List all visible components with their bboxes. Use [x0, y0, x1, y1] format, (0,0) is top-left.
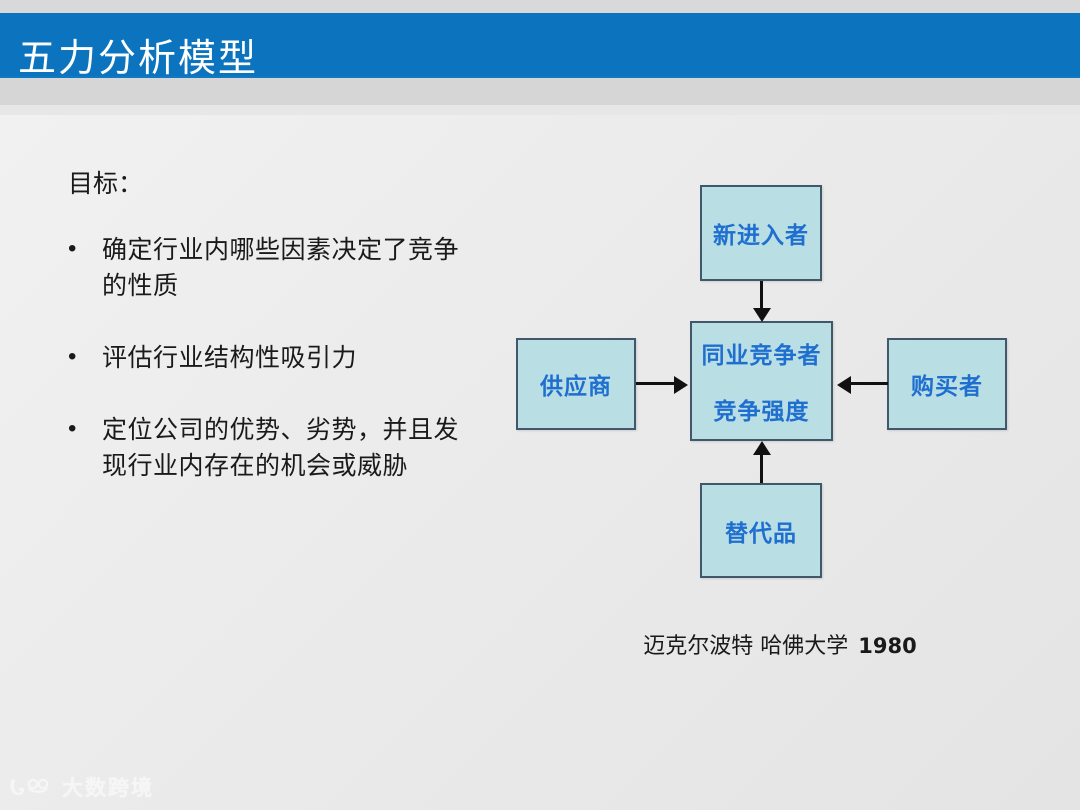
caption-author: 迈克尔波特 哈佛大学 — [643, 634, 849, 659]
diagram-node-substitutes: 替代品 — [700, 483, 822, 578]
list-item: • 确定行业内哪些因素决定了竞争的性质 — [62, 232, 482, 304]
arrow-shaft-suppliers-to-center — [636, 382, 676, 385]
bullet-marker-icon: • — [68, 343, 77, 370]
bullet-marker-icon: • — [68, 235, 77, 262]
arrow-shaft-buyers-to-center — [850, 382, 888, 385]
arrowhead-down-icon — [753, 308, 771, 322]
title-underband-light — [0, 105, 1080, 115]
diagram-node-label: 替代品 — [725, 520, 797, 547]
arrowhead-right-icon — [674, 376, 688, 394]
diagram-node-label-line1: 同业竞争者 — [701, 343, 822, 369]
diagram-node-label: 新进入者 — [713, 223, 809, 249]
page-title: 五力分析模型 — [18, 36, 259, 80]
arrowhead-left-icon — [837, 376, 851, 394]
arrowhead-up-icon — [753, 441, 771, 455]
arrow-shaft-substitutes-to-center — [760, 455, 763, 483]
five-forces-diagram: 新进入者 供应商 同业竞争者 竞争强度 购买者 替代品 迈克尔波特 哈佛大学 19… — [480, 160, 1080, 680]
diagram-node-new-entrants: 新进入者 — [700, 185, 822, 281]
diagram-node-label: 供应商 — [540, 374, 612, 400]
diagram-node-industry-rivalry: 同业竞争者 竞争强度 — [690, 321, 833, 441]
title-bar: 五力分析模型 — [0, 13, 1080, 80]
brand-logo-icon — [10, 778, 49, 796]
caption-year: 1980 — [858, 634, 917, 658]
bullet-text: 评估行业结构性吸引力 — [102, 343, 358, 372]
top-gray-strip — [0, 0, 1080, 13]
title-underband — [0, 78, 1080, 105]
list-item: • 定位公司的优势、劣势，并且发现行业内存在的机会或威胁 — [62, 412, 482, 484]
watermark-text: 大数跨境 — [62, 776, 154, 800]
bullet-text: 定位公司的优势、劣势，并且发现行业内存在的机会或威胁 — [102, 415, 460, 480]
diagram-node-label-line2: 竞争强度 — [713, 399, 810, 425]
list-item: • 评估行业结构性吸引力 — [62, 340, 482, 376]
bullet-marker-icon: • — [68, 415, 77, 442]
bullet-text: 确定行业内哪些因素决定了竞争的性质 — [102, 235, 460, 300]
title-bar-accent-line — [0, 76, 1080, 78]
diagram-node-label: 购买者 — [911, 374, 983, 400]
diagram-caption: 迈克尔波特 哈佛大学 1980 — [480, 628, 1080, 660]
arrow-shaft-new-entrants-to-center — [760, 281, 763, 311]
goal-label: 目标： — [68, 169, 144, 198]
watermark: 大数跨境 — [8, 772, 154, 802]
diagram-node-buyers: 购买者 — [887, 338, 1007, 430]
diagram-node-suppliers: 供应商 — [516, 338, 636, 430]
bullet-list: • 确定行业内哪些因素决定了竞争的性质 • 评估行业结构性吸引力 • 定位公司的… — [62, 232, 482, 520]
